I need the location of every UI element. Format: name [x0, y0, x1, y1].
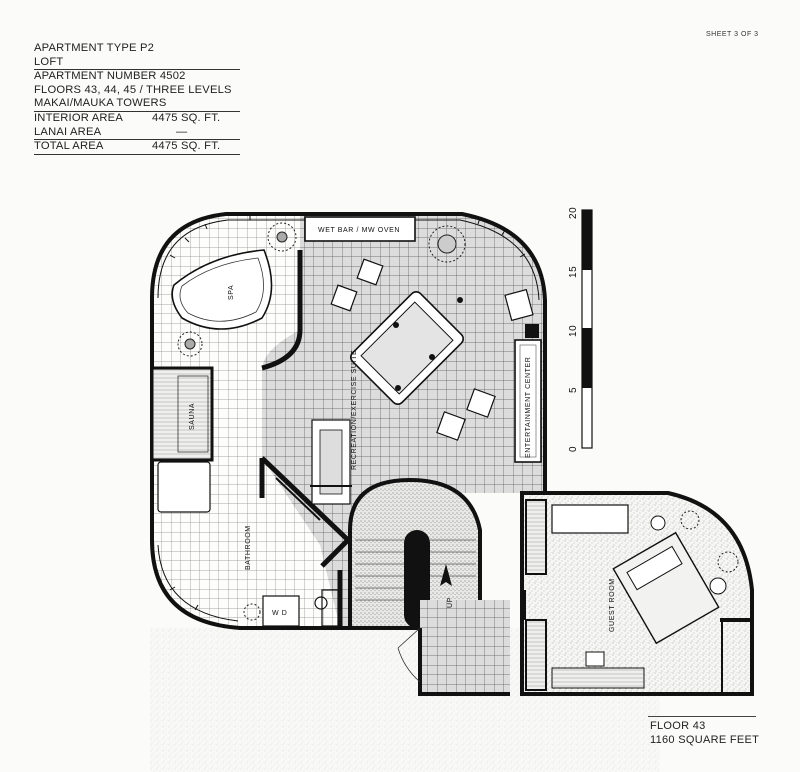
- interior-area-label: INTERIOR AREA: [34, 111, 124, 124]
- lounge-tables: [330, 258, 534, 441]
- spa-partition: [261, 250, 303, 371]
- apartment-floors: FLOORS 43, 44, 45 / THREE LEVELS: [34, 83, 232, 96]
- floor-caption-rule: [648, 716, 756, 717]
- interior-area-row: INTERIOR AREA 4475 SQ. FT.: [34, 112, 240, 126]
- exercise-bench: [310, 419, 352, 505]
- scale-tick-5: 5: [568, 387, 579, 393]
- scale-tick-15: 15: [568, 266, 579, 278]
- stair-up-label: UP: [447, 597, 454, 608]
- entertainment-label: ENTERTAINMENT CENTER: [525, 357, 532, 458]
- bathroom-label: BATHROOM: [245, 525, 252, 570]
- wet-bar-label: WET BAR / MW OVEN: [318, 227, 400, 234]
- apartment-spec-block: APARTMENT TYPE P2 LOFT APARTMENT NUMBER …: [34, 42, 240, 155]
- total-area-value: 4475 SQ. FT.: [152, 140, 221, 153]
- potted-plants: [177, 222, 739, 621]
- scale-tick-20: 20: [568, 207, 579, 219]
- pool-table: [349, 290, 465, 406]
- lanai-area-value: —: [176, 125, 188, 138]
- recreation-label: RECREATION/EXERCISE SUITE: [351, 350, 358, 470]
- washer-dryer-label: W D: [272, 610, 287, 617]
- floor-number: FLOOR 43: [650, 720, 706, 732]
- scale-tick-0: 0: [568, 446, 579, 452]
- bath-partitions: [259, 456, 352, 628]
- scale-bar: 0 5 10 15 20: [568, 207, 593, 452]
- exterior-stipple: [150, 628, 660, 772]
- lanai-area-row: LANAI AREA —: [34, 126, 240, 141]
- floor-area: 1160 SQUARE FEET: [650, 734, 760, 746]
- total-area-label: TOTAL AREA: [34, 140, 104, 153]
- spa: SPA: [171, 249, 273, 330]
- exterior-walls: [150, 212, 547, 630]
- stair-well: [348, 477, 510, 696]
- wet-bar: WET BAR / MW OVEN: [304, 216, 416, 242]
- sheet-number: SHEET 3 OF 3: [706, 31, 759, 38]
- bath-fixtures: [157, 461, 339, 627]
- door-swing: [397, 627, 421, 683]
- entertainment-center: ENTERTAINMENT CENTER: [514, 324, 542, 463]
- apartment-number: APARTMENT NUMBER 4502: [34, 70, 186, 83]
- lanai-area-label: LANAI AREA: [34, 125, 102, 138]
- scale-tick-10: 10: [568, 325, 579, 337]
- spa-label: SPA: [228, 285, 235, 300]
- stair-up-arrow: UP: [440, 564, 454, 608]
- interior-area-value: 4475 SQ. FT.: [152, 111, 221, 124]
- apartment-type: APARTMENT TYPE P2: [34, 42, 155, 54]
- floor-caption: FLOOR 43 1160 SQUARE FEET: [648, 716, 760, 747]
- guest-room-label: GUEST ROOM: [609, 578, 616, 632]
- guest-room-furniture: [522, 499, 752, 694]
- total-area-row: TOTAL AREA 4475 SQ. FT.: [34, 140, 240, 155]
- sauna-label: SAUNA: [189, 403, 196, 430]
- apartment-style: LOFT: [34, 56, 240, 71]
- sauna: SAUNA: [150, 366, 214, 462]
- apartment-towers: MAKAI/MAUKA TOWERS: [34, 97, 240, 112]
